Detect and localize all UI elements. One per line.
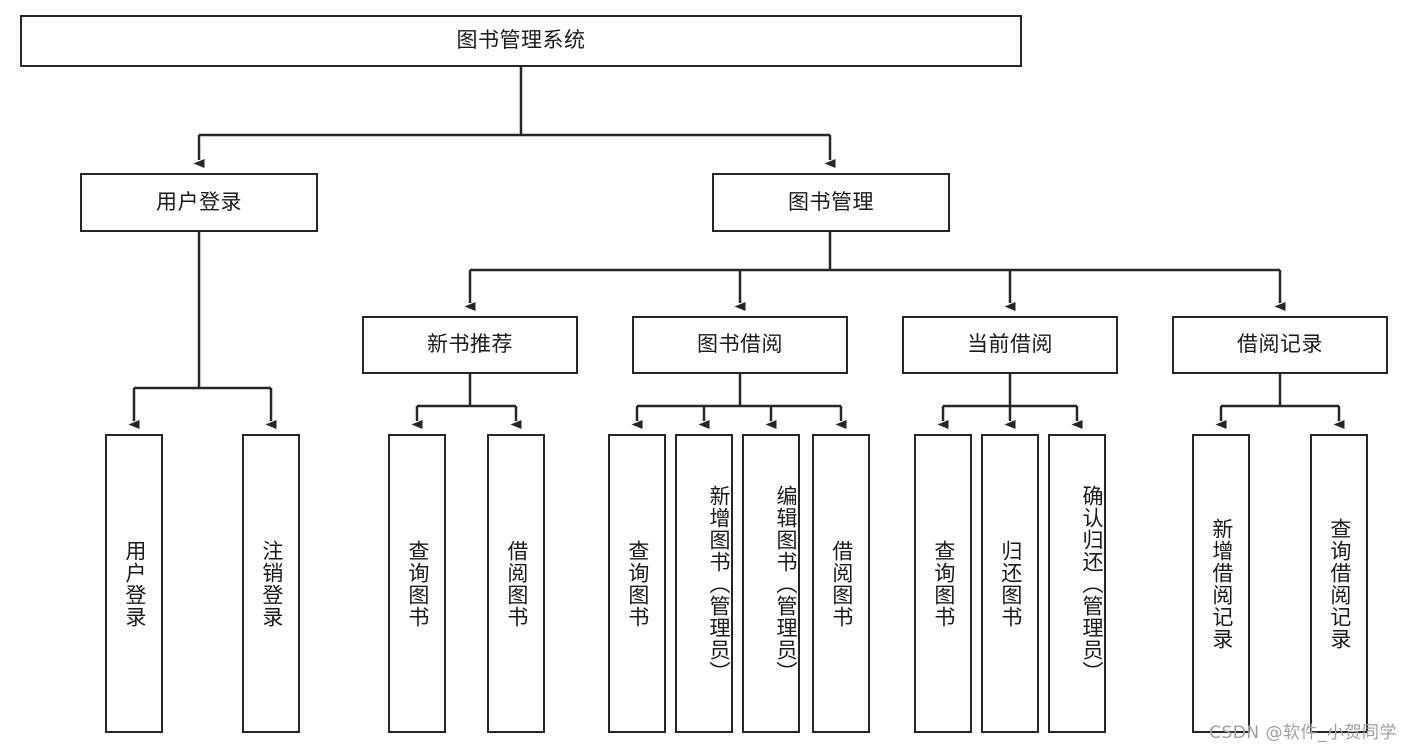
csdn-watermark: CSDN @软件_小贺同学 [1209, 723, 1397, 743]
node-leaf-query-borrow-record[interactable]: 查询借阅记录 [1310, 434, 1368, 733]
edges-borrowrecord-to-leaves [1215, 374, 1345, 429]
node-leaf-logout[interactable]: 注销登录 [242, 434, 300, 733]
node-leaf-borrow-book-recommend[interactable]: 借阅图书 [487, 434, 545, 733]
edges-bookborrow-to-leaves [631, 374, 847, 429]
node-leaf-add-borrow-record[interactable]: 新增借阅记录 [1192, 434, 1250, 733]
edges-bookmanage-to-level2 [464, 232, 1286, 311]
node-leaf-borrow-book[interactable]: 借阅图书 [812, 434, 870, 733]
node-borrow-record[interactable]: 借阅记录 [1172, 316, 1388, 374]
node-root-system[interactable]: 图书管理系统 [20, 15, 1022, 67]
node-user-login[interactable]: 用户登录 [80, 173, 318, 232]
node-leaf-query-book-current[interactable]: 查询图书 [914, 434, 972, 733]
node-leaf-confirm-return-admin[interactable]: 确认归还（管理员） [1048, 434, 1106, 733]
node-book-management[interactable]: 图书管理 [712, 173, 950, 232]
edges-currentborrow-to-leaves [937, 374, 1083, 429]
node-leaf-query-book-recommend[interactable]: 查询图书 [388, 434, 446, 733]
node-new-book-recommend[interactable]: 新书推荐 [362, 316, 578, 374]
edges-root-to-level1 [193, 67, 836, 168]
node-book-borrow[interactable]: 图书借阅 [632, 316, 848, 374]
node-current-borrow[interactable]: 当前借阅 [902, 316, 1118, 374]
node-leaf-add-book-admin[interactable]: 新增图书（管理员） [675, 434, 733, 733]
node-leaf-user-login[interactable]: 用户登录 [105, 434, 163, 733]
node-leaf-query-book-borrow[interactable]: 查询图书 [608, 434, 666, 733]
node-leaf-edit-book-admin[interactable]: 编辑图书（管理员） [742, 434, 800, 733]
node-leaf-return-book[interactable]: 归还图书 [981, 434, 1039, 733]
edges-userlogin-to-leaves [128, 232, 277, 429]
edges-newbook-to-leaves [411, 374, 522, 429]
